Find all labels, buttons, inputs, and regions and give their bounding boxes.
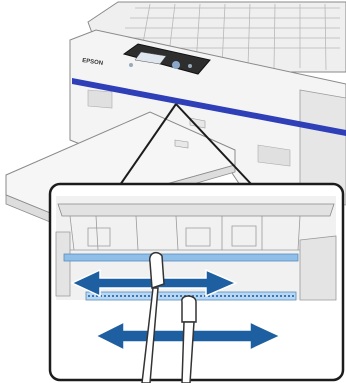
upper-cleaning-surface: [64, 254, 298, 261]
inset-side-component: [300, 236, 336, 300]
inset-side-component: [56, 232, 70, 296]
front-recess-left: [88, 90, 112, 108]
inset-upper-rail: [58, 204, 334, 216]
control-panel-button: [188, 64, 192, 68]
control-panel-dial: [172, 61, 180, 69]
detail-inset: [50, 184, 343, 383]
control-panel-button: [129, 63, 133, 67]
